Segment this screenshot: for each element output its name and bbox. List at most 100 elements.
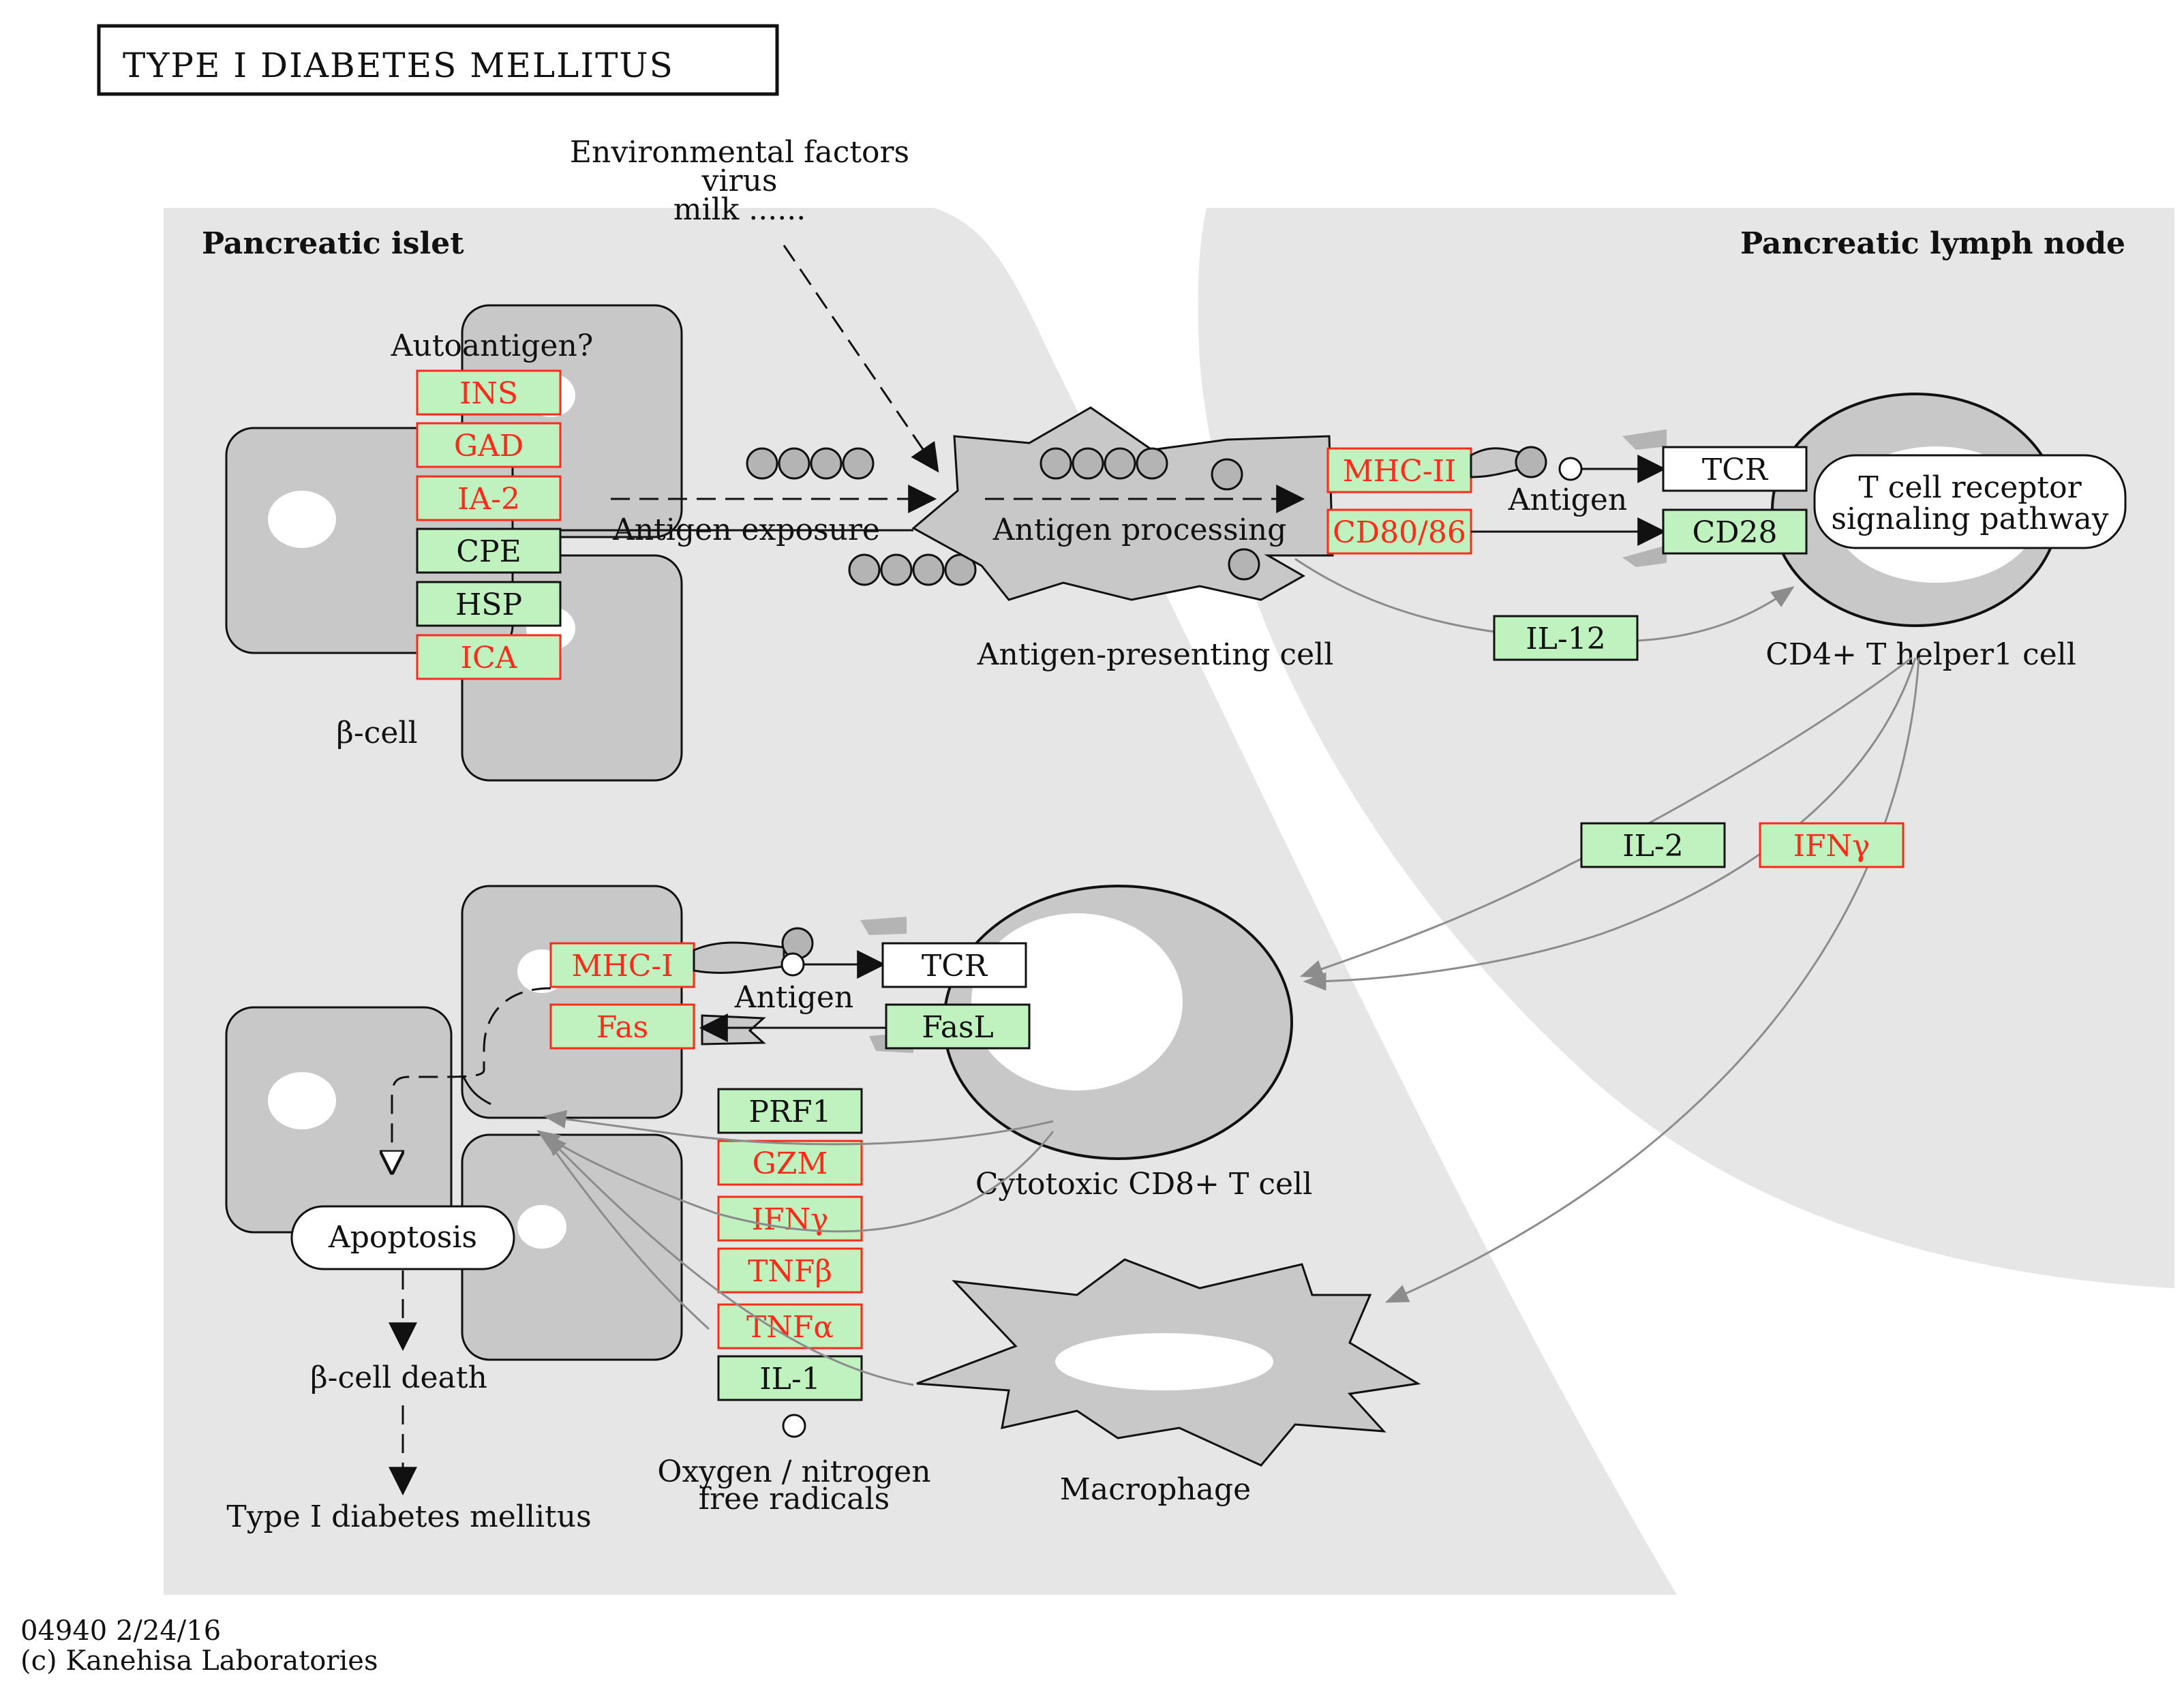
footer-copyright: (c) Kanehisa Laboratories	[20, 1645, 378, 1677]
apc-antigen-dots	[1040, 447, 1260, 581]
cd4-cell-label: CD4+ T helper1 cell	[1765, 637, 2076, 672]
gene-cpe[interactable]: CPE	[416, 528, 562, 574]
gene-tnfb[interactable]: TNFβ	[717, 1247, 863, 1294]
cd28-receptor-shape	[1622, 545, 1667, 567]
gene-fasl[interactable]: FasL	[885, 1003, 1031, 1050]
svg-text:Fas: Fas	[596, 1010, 648, 1045]
antigen-cluster-top	[746, 447, 875, 480]
svg-text:IL-2: IL-2	[1622, 829, 1683, 864]
cd8-receptor-shape	[860, 917, 907, 935]
cd8-cell-label: Cytotoxic CD8+ T cell	[975, 1167, 1312, 1202]
gene-il1[interactable]: IL-1	[717, 1355, 863, 1401]
gene-cd80-86[interactable]: CD80/86	[1326, 508, 1472, 555]
gene-cd28[interactable]: CD28	[1662, 508, 1808, 555]
antigen-exposure-label: Antigen exposure	[612, 513, 880, 547]
svg-text:FasL: FasL	[922, 1010, 994, 1045]
gene-il12[interactable]: IL-12	[1493, 615, 1639, 661]
beta-cell-bottom-top	[461, 885, 683, 1119]
svg-text:MHC-I: MHC-I	[571, 949, 673, 983]
gene-ica[interactable]: ICA	[416, 634, 562, 680]
antigen-label-bottom: Antigen	[734, 980, 853, 1015]
antigen-processing-label: Antigen processing	[992, 513, 1287, 547]
svg-text:GAD: GAD	[454, 429, 524, 463]
mhc-i-receptor-shape	[693, 941, 785, 974]
ifng-to-cd8-arrow	[1303, 657, 1917, 991]
beta-cell-nucleus	[268, 491, 336, 548]
svg-text:TCR: TCR	[922, 949, 988, 983]
gene-gzm[interactable]: GZM	[717, 1140, 863, 1186]
footer-id-date: 04940 2/24/16	[20, 1615, 221, 1647]
svg-text:IFNγ: IFNγ	[1793, 829, 1870, 864]
environmental-virus-label: virus	[701, 164, 778, 198]
pathway-apoptosis[interactable]: Apoptosis	[290, 1205, 515, 1270]
free-radical-circle	[782, 1414, 806, 1438]
radicals-to-beta-cell-arrow	[544, 1138, 710, 1330]
title-box	[97, 24, 779, 96]
gene-hsp[interactable]: HSP	[416, 581, 562, 627]
il2-arrow	[1299, 656, 1913, 978]
gene-gad[interactable]: GAD	[416, 422, 562, 468]
ifng-to-beta-cell-arrow	[536, 1130, 1055, 1233]
mhc-i-to-apoptosis-line	[462, 1076, 491, 1105]
macrophage-to-beta-cell-arrow	[543, 1133, 914, 1386]
gene-prf1[interactable]: PRF1	[717, 1088, 863, 1134]
svg-text:INS: INS	[459, 376, 518, 411]
svg-text:Apoptosis: Apoptosis	[328, 1220, 477, 1255]
gene-ifng-top[interactable]: IFNγ	[1759, 822, 1905, 868]
environmental-factors-label: Environmental factors	[570, 135, 909, 170]
cd4-receptor-shape	[1622, 429, 1667, 450]
cd8-to-beta-cell-arrow	[543, 1110, 1054, 1146]
gene-ins[interactable]: INS	[416, 369, 562, 416]
pathway-t-cell-receptor-signaling[interactable]: T cell receptor signaling pathway	[1813, 454, 2127, 549]
svg-text:TCR: TCR	[1702, 453, 1769, 487]
gene-fas[interactable]: Fas	[549, 1003, 695, 1050]
antigen-label-top: Antigen	[1508, 483, 1627, 517]
oxygen-label-1: Oxygen / nitrogen	[657, 1454, 930, 1489]
svg-text:MHC-II: MHC-II	[1343, 454, 1457, 489]
antigen-small-circle	[1558, 457, 1583, 481]
gene-mhc-ii[interactable]: MHC-II	[1326, 447, 1472, 493]
region-label-islet: Pancreatic islet	[202, 226, 464, 261]
svg-text:TNFα: TNFα	[746, 1310, 834, 1345]
fas-to-apoptosis-line	[392, 987, 551, 1172]
antigen-presenting-cell	[911, 406, 1334, 601]
svg-text:TNFβ: TNFβ	[748, 1254, 832, 1289]
macrophage-label: Macrophage	[1060, 1472, 1251, 1507]
environment-arrow	[783, 245, 939, 473]
beta-cell-nucleus	[268, 1072, 336, 1129]
gene-tcr-top[interactable]: TCR	[1662, 446, 1808, 492]
svg-text:ICA: ICA	[461, 641, 518, 675]
svg-text:IL-1: IL-1	[759, 1362, 820, 1397]
cd8-cell-nucleus	[971, 913, 1183, 1090]
autoantigen-label: Autoantigen?	[391, 329, 594, 363]
apc-label: Antigen-presenting cell	[977, 637, 1334, 672]
svg-text:T cell receptor: T cell receptor	[1858, 470, 2082, 505]
svg-text:IFNγ: IFNγ	[752, 1202, 829, 1237]
antigen-cluster-bottom	[848, 553, 977, 586]
oxygen-label-2: free radicals	[699, 1482, 890, 1516]
svg-text:CD80/86: CD80/86	[1333, 515, 1466, 550]
gene-ifng-bottom[interactable]: IFNγ	[717, 1195, 863, 1242]
svg-text:HSP: HSP	[455, 588, 522, 622]
ifng-to-macrophage-arrow	[1384, 657, 1920, 1303]
gene-mhc-i[interactable]: MHC-I	[549, 942, 695, 988]
beta-cell-death-label: β-cell death	[310, 1360, 487, 1395]
gene-ia2[interactable]: IA-2	[416, 475, 562, 521]
beta-cell-label: β-cell	[336, 716, 417, 750]
gene-tcr-bottom[interactable]: TCR	[881, 942, 1027, 988]
page-title: TYPE I DIABETES MELLITUS	[123, 46, 674, 85]
presented-antigen-top	[1515, 446, 1547, 478]
type1-diabetes-label: Type I diabetes mellitus	[226, 1499, 591, 1534]
beta-cell-bottom-left	[225, 1006, 453, 1234]
macrophage-nucleus	[1055, 1333, 1273, 1390]
svg-text:GZM: GZM	[753, 1146, 828, 1181]
svg-text:IL-12: IL-12	[1526, 622, 1605, 656]
antigen-small-circle-bottom	[780, 952, 805, 977]
svg-text:PRF1: PRF1	[748, 1095, 831, 1129]
svg-text:CD28: CD28	[1693, 515, 1778, 550]
gene-tnfa[interactable]: TNFα	[717, 1303, 863, 1349]
gene-il2[interactable]: IL-2	[1580, 822, 1726, 868]
svg-text:signaling pathway: signaling pathway	[1831, 502, 2108, 536]
beta-cell-nucleus	[517, 1205, 566, 1249]
